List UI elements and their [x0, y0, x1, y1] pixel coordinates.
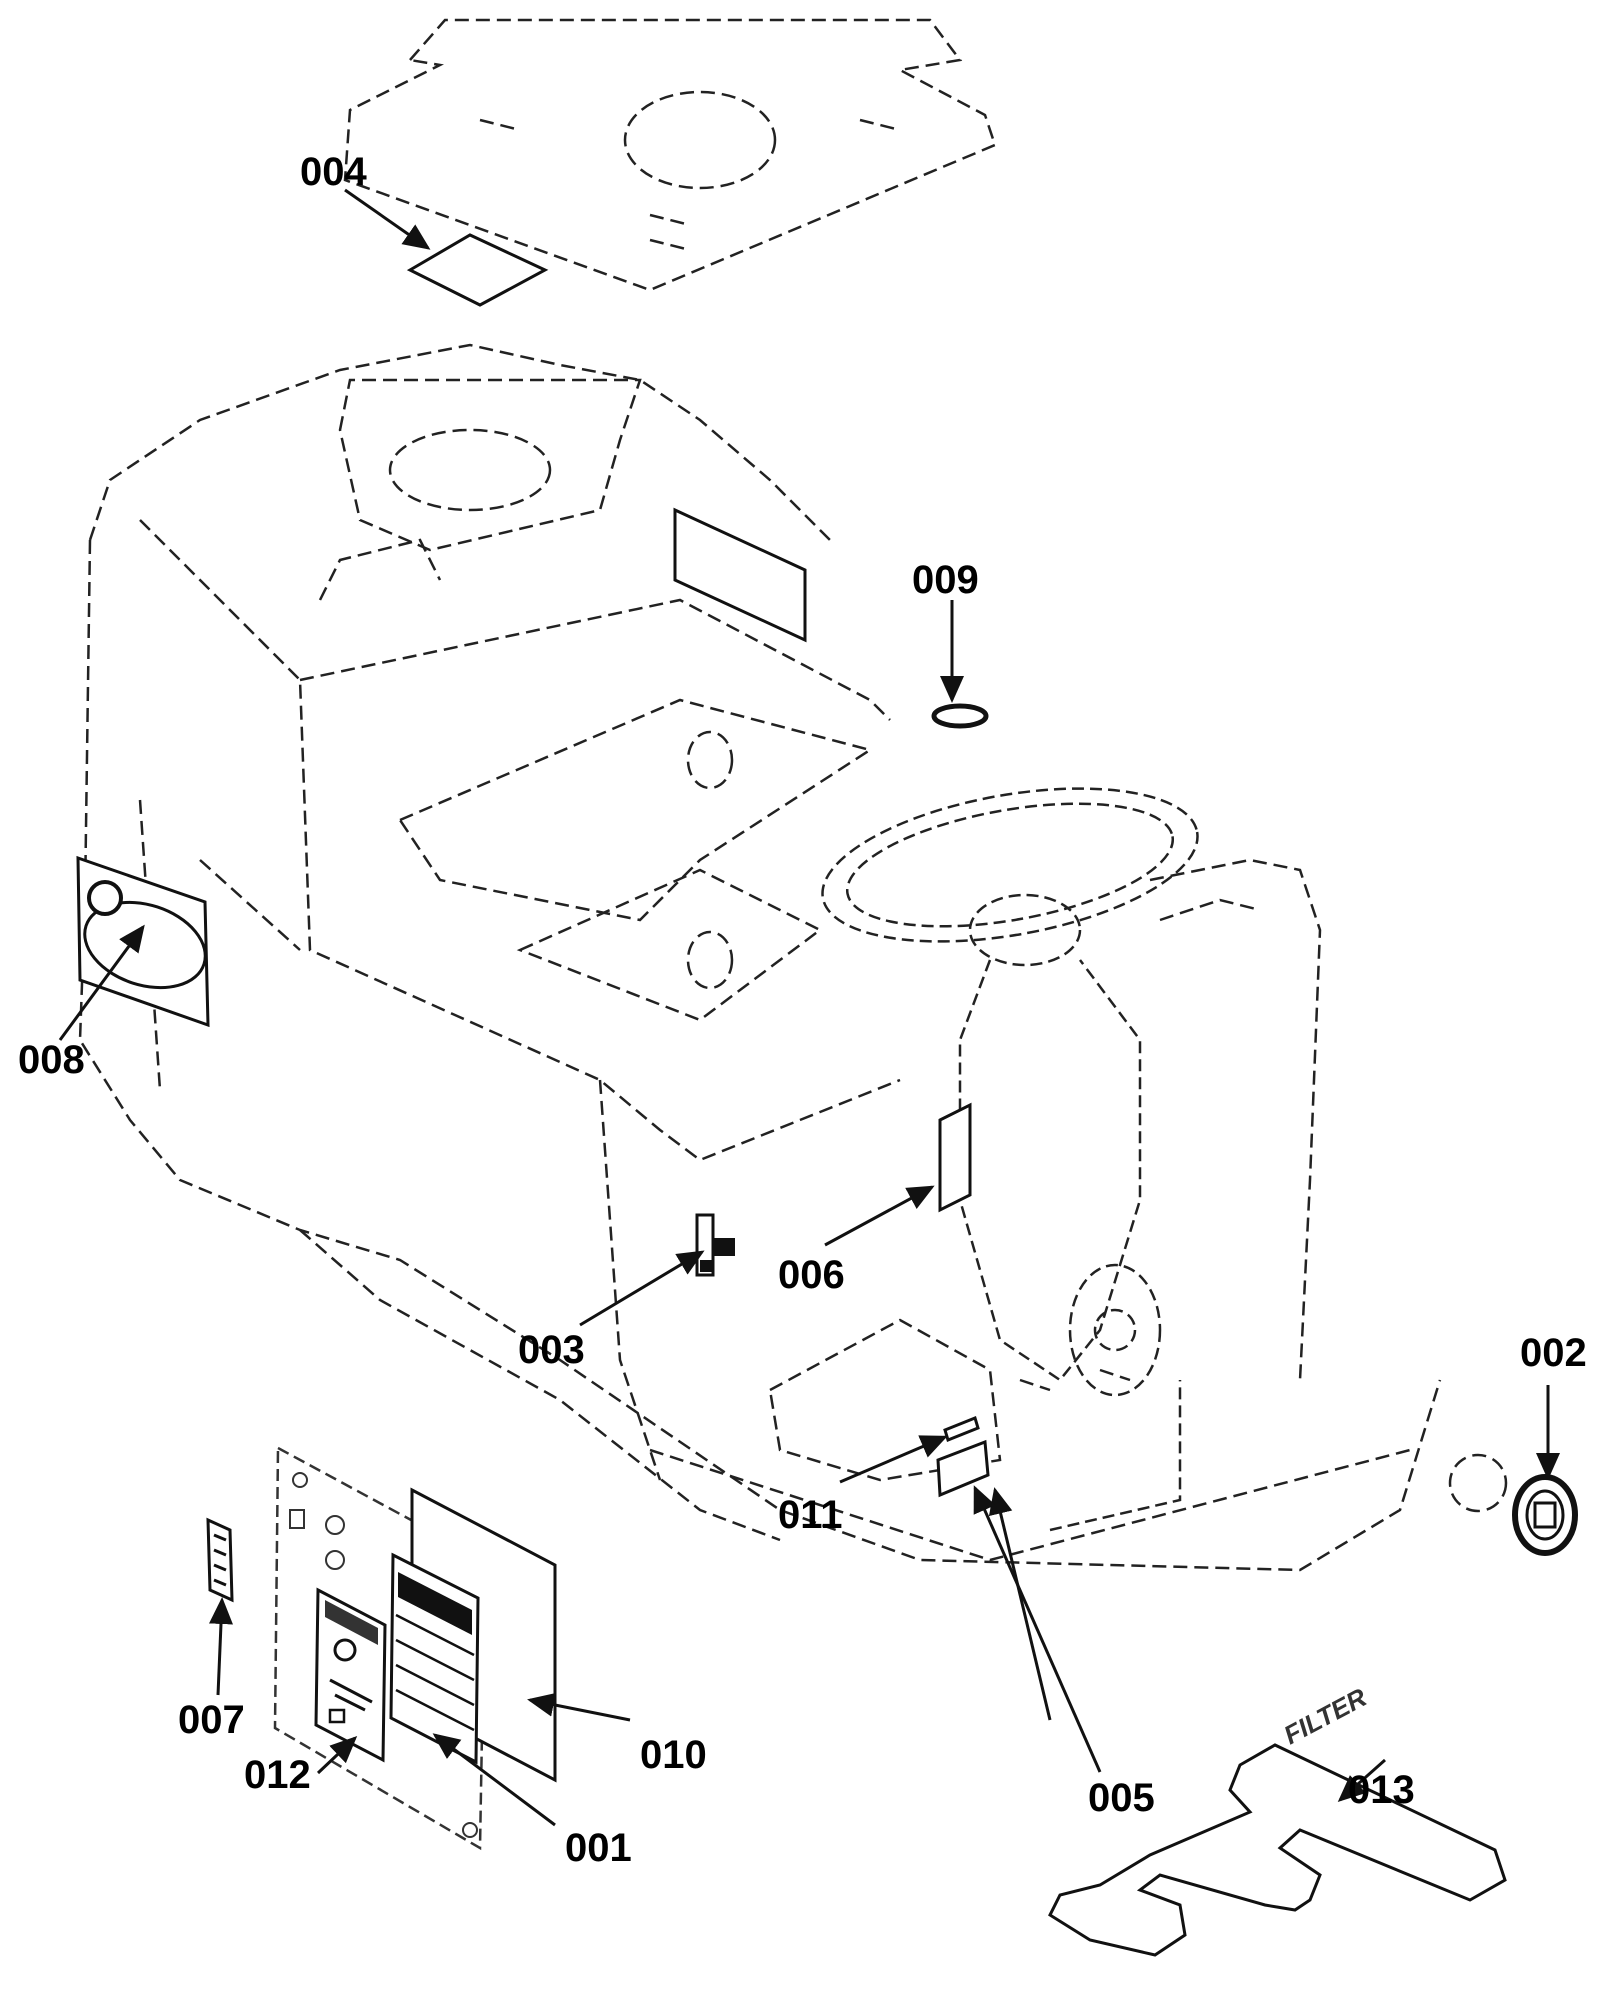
callout-005: 005	[1088, 1776, 1155, 1820]
part-011-decal	[943, 1415, 980, 1443]
callout-013: 013	[1348, 1768, 1415, 1812]
callout-004: 004	[300, 150, 367, 194]
callout-006: 006	[778, 1253, 845, 1297]
steering-assembly	[821, 787, 1199, 1532]
part-003-label	[695, 1213, 735, 1277]
part-002-cap	[1512, 1474, 1578, 1556]
callout-001: 001	[565, 1826, 632, 1870]
part-008-badge	[76, 855, 210, 1028]
filter-marking-text: FILTER	[1279, 1682, 1372, 1750]
seat-plate	[343, 18, 997, 292]
leader-lines	[58, 188, 1560, 1827]
part-013-floor-mat	[1048, 1743, 1507, 1957]
console-decal	[673, 507, 807, 643]
part-007-label	[206, 1517, 234, 1603]
callout-003: 003	[518, 1328, 585, 1372]
callout-011: 011	[778, 1493, 843, 1537]
part-004-decal	[406, 233, 549, 307]
part-005-decal	[936, 1439, 990, 1498]
part-009-decal	[931, 703, 989, 729]
callout-002: 002	[1520, 1331, 1587, 1375]
part-006-decal	[938, 1102, 972, 1213]
part-001-decal	[389, 1552, 480, 1765]
callout-009: 009	[912, 558, 979, 602]
callout-008: 008	[18, 1038, 85, 1082]
chassis-body	[78, 343, 1508, 1572]
part-012-decal	[314, 1587, 387, 1763]
callout-012: 012	[244, 1753, 311, 1797]
callout-007: 007	[178, 1698, 245, 1742]
callout-010: 010	[640, 1733, 707, 1777]
